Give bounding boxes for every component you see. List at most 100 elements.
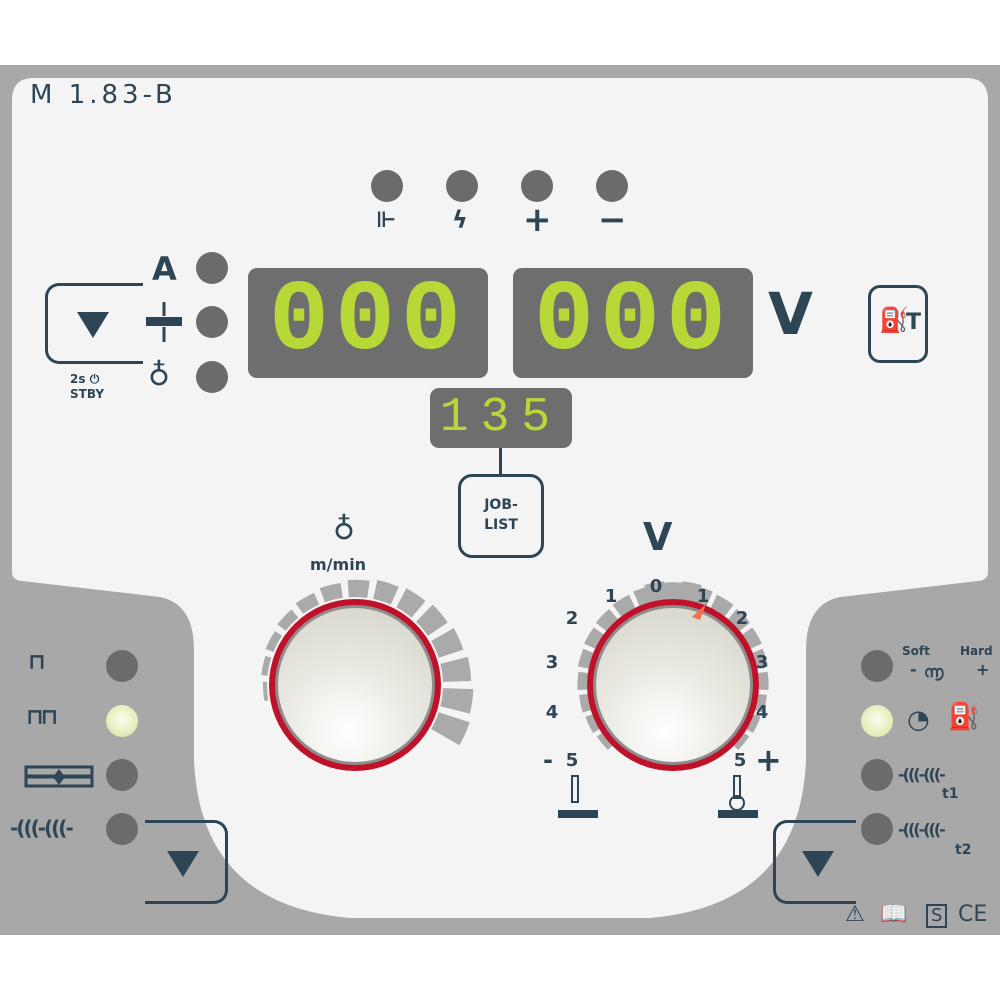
voltage-scale-segment: [644, 581, 666, 603]
hard-label: Hard: [960, 644, 993, 658]
voltage-knob-pointer: [692, 604, 706, 620]
joblist-label-2: LIST: [484, 517, 518, 533]
standby-label: STBY: [70, 387, 105, 401]
interval-icon: -(((-(((-: [10, 816, 74, 840]
soft-minus: -: [910, 660, 917, 679]
gas-test-button[interactable]: ⛽ T: [868, 285, 928, 363]
minus-icon: −: [598, 200, 627, 240]
2-stroke-icon: ⊓: [28, 650, 46, 675]
led-t2: [861, 813, 893, 845]
voltage-scale-segment: [585, 714, 600, 734]
led-arc-fault: [446, 170, 478, 202]
wire-speed-scale-segment: [373, 579, 399, 605]
wire-speed-scale-segment: [319, 583, 343, 603]
scale-minus-2: 2: [565, 608, 579, 629]
scale-minus-sign: -: [543, 746, 553, 774]
voltage-scale-segment: [710, 594, 734, 617]
wire-speed-scale-segment: [261, 655, 272, 676]
voltage-scale-segment: [584, 627, 604, 649]
voltage-scale-segment: [752, 648, 769, 669]
scale-plus-2: 2: [735, 608, 749, 629]
voltage-scale-segment: [733, 733, 750, 751]
scale-minus-1: 1: [604, 586, 618, 607]
scale-plus-4: 4: [755, 702, 769, 723]
voltage-scale-segment: [755, 693, 767, 713]
triangle-down-icon: [77, 312, 109, 338]
material-thickness-icon: [146, 302, 182, 342]
inductance-icon: ൬: [924, 662, 944, 681]
standby-hint: 2s ⏻STBY: [70, 372, 104, 401]
wire-speed-scale-segment: [347, 579, 370, 598]
soft-label: Soft: [902, 644, 930, 658]
plus-icon: +: [523, 200, 552, 240]
wire-thermometer-icon: ⊩: [376, 208, 397, 233]
gas-bottle-icon: ⛽: [948, 702, 981, 732]
t1-label: t1: [942, 786, 959, 802]
wire-speed-unit: m/min: [310, 555, 367, 574]
mode-select-button[interactable]: [145, 820, 228, 904]
wire-speed-scale-segment: [396, 588, 426, 618]
model-label: M 1.83-B: [30, 80, 177, 110]
triangle-down-icon: [802, 851, 834, 877]
s-mark: S: [926, 904, 948, 928]
led-interval: [106, 813, 138, 845]
voltage-scale-segment: [669, 582, 690, 601]
led-gas-preflow: [861, 705, 893, 737]
voltage-scale-segment: [577, 648, 594, 669]
function-select-button[interactable]: [773, 820, 856, 904]
scale-plus-sign: +: [755, 741, 782, 779]
thin-wire-icon: [558, 775, 598, 818]
arc-fault-icon: ϟ: [452, 206, 468, 234]
wire-speed-scale-segment: [265, 631, 283, 653]
wire-speed-knob[interactable]: [269, 599, 441, 771]
parameter-select-button[interactable]: [45, 283, 143, 364]
t2-interval-icon: -(((-(((-: [898, 820, 946, 839]
voltage-knob[interactable]: [587, 599, 759, 771]
power-icon: ⏻: [89, 372, 100, 386]
standby-time: 2s: [70, 372, 86, 386]
led-2-stroke: [106, 650, 138, 682]
joblist-label-1: JOB-: [484, 497, 518, 513]
wire-speed-scale-segment: [416, 604, 448, 636]
joblist-button[interactable]: JOB- LIST: [458, 474, 544, 558]
display-job: 135: [430, 388, 572, 448]
voltage-knob-unit: V: [643, 515, 673, 559]
4-stroke-icon: ⊓⊓: [26, 705, 58, 730]
voltage-scale-segment: [595, 609, 618, 631]
led-thickness: [196, 306, 228, 338]
t1-interval-icon: -(((-(((-: [898, 765, 946, 784]
voltage-scale-segment: [742, 627, 762, 649]
wire-speed-scale-segment: [440, 656, 472, 682]
led-t1: [861, 759, 893, 791]
hard-plus: +: [976, 660, 990, 679]
scale-minus-4: 4: [545, 702, 559, 723]
triangle-down-icon: [167, 851, 199, 877]
voltage-scale-segment: [728, 609, 751, 631]
scale-0: 0: [649, 576, 663, 597]
led-wire-speed: [196, 361, 228, 393]
voltage-scale-segment: [596, 733, 613, 751]
manual-icon: 📖: [880, 902, 908, 927]
gas-test-label: T: [906, 310, 922, 335]
voltage-scale-segment: [758, 671, 769, 691]
led-wire-temp: [371, 170, 403, 202]
scale-minus-5: 5: [565, 750, 579, 771]
wire-speed-icon: ♁: [148, 358, 170, 393]
volt-unit-label: V: [768, 280, 813, 348]
scale-minus-3: 3: [545, 652, 559, 673]
led-plus: [521, 170, 553, 202]
ce-mark: CE: [958, 902, 988, 927]
scale-plus-3: 3: [755, 652, 769, 673]
voltage-scale-segment: [612, 594, 636, 617]
connector-line: [499, 448, 502, 474]
wire-speed-scale-segment: [431, 712, 470, 746]
led-dynamics: [861, 650, 893, 682]
led-4-stroke: [106, 705, 138, 737]
voltage-scale-segment: [746, 714, 761, 734]
display-left: 000: [248, 268, 488, 378]
wire-speed-icon: ♁: [333, 512, 355, 547]
voltage-scale-segment: [690, 585, 713, 606]
spot-weld-icon: [24, 765, 94, 788]
t2-label: t2: [955, 842, 972, 858]
